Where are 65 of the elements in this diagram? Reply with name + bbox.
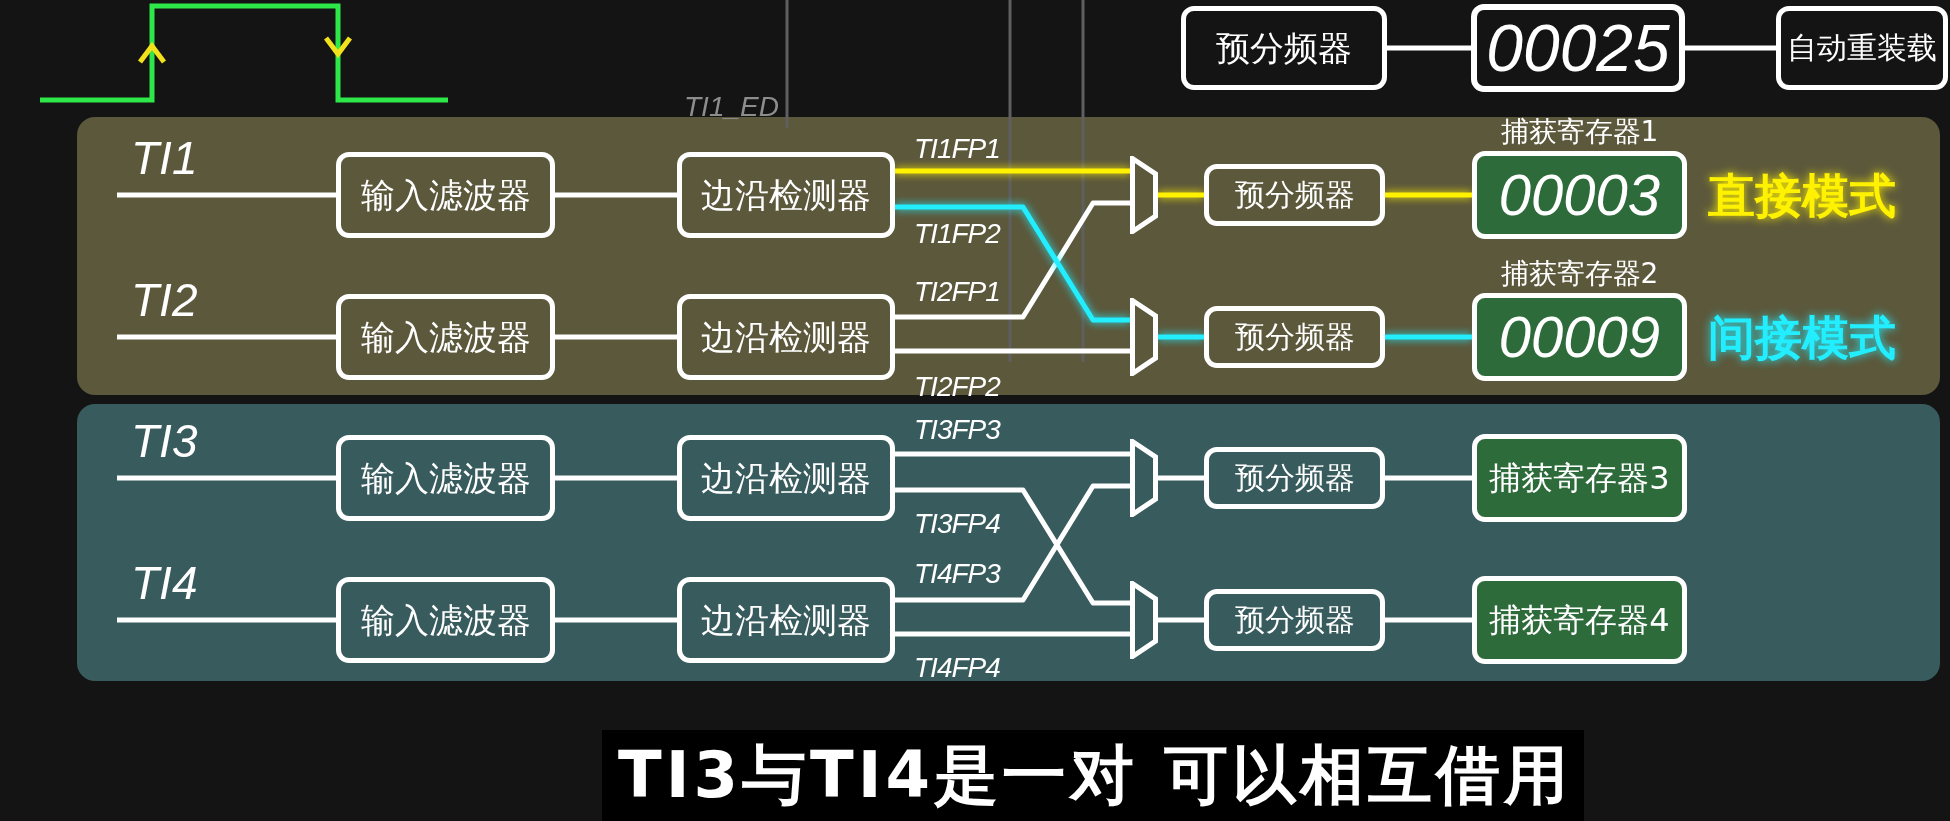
- process-box: 边沿检测器: [677, 435, 895, 521]
- process-box: 输入滤波器: [336, 435, 555, 521]
- process-box: 预分频器: [1204, 306, 1385, 368]
- signal-label: TI1FP1: [914, 135, 1000, 163]
- signal-line: [117, 475, 336, 481]
- signal-line: [1158, 334, 1204, 340]
- signal-label: TI2: [131, 277, 198, 323]
- register-box: 捕获寄存器3: [1472, 434, 1687, 522]
- signal-label: TI1: [131, 135, 198, 181]
- signal-line: [895, 451, 1130, 457]
- process-box: 边沿检测器: [677, 152, 895, 238]
- signal-label: TI1FP2: [914, 220, 1000, 248]
- subtitle-text: TI3与TI4是一对 可以相互借用: [602, 730, 1585, 821]
- signal-line: [1158, 192, 1204, 198]
- mode-label: 间接模式: [1708, 312, 1896, 364]
- process-box: 边沿检测器: [677, 577, 895, 663]
- signal-line: [895, 168, 1130, 174]
- signal-line: [1385, 334, 1472, 340]
- signal-line: [117, 617, 336, 623]
- counter-box: 00025: [1471, 4, 1685, 92]
- group-panel: [77, 117, 1940, 395]
- process-box: 预分频器: [1204, 164, 1385, 226]
- multiplexer-symbol: [1130, 581, 1158, 659]
- register-box: 00009: [1472, 293, 1687, 381]
- multiplexer-symbol: [1130, 156, 1158, 234]
- process-box: 输入滤波器: [336, 294, 555, 380]
- multiplexer-symbol: [1130, 298, 1158, 376]
- signal-line: [1158, 617, 1204, 623]
- signal-line: [555, 475, 677, 481]
- register-box: 捕获寄存器4: [1472, 576, 1687, 664]
- register-label: 捕获寄存器1: [1500, 117, 1659, 147]
- register-box: 00003: [1472, 151, 1687, 239]
- process-box: 输入滤波器: [336, 152, 555, 238]
- signal-label: TI3: [131, 418, 198, 464]
- signal-line: [117, 334, 336, 340]
- signal-line: [555, 192, 677, 198]
- signal-line: [1685, 45, 1776, 51]
- register-label: 捕获寄存器2: [1500, 259, 1659, 289]
- signal-label: TI1_ED: [684, 92, 779, 123]
- process-box: 预分频器: [1181, 6, 1387, 90]
- process-box: 预分频器: [1204, 447, 1385, 509]
- signal-line: [1385, 475, 1472, 481]
- signal-line: [895, 631, 1130, 637]
- signal-label: TI3FP4: [914, 510, 1000, 538]
- mode-label: 直接模式: [1708, 170, 1896, 222]
- signal-line: [555, 334, 677, 340]
- signal-line: [1385, 617, 1472, 623]
- signal-line: [555, 617, 677, 623]
- group-panel: [77, 404, 1940, 681]
- process-box: 输入滤波器: [336, 577, 555, 663]
- signal-label: TI3FP3: [914, 416, 1000, 444]
- signal-label: TI2FP2: [914, 373, 1000, 401]
- signal-line: [1385, 192, 1472, 198]
- signal-line: [1158, 475, 1204, 481]
- multiplexer-symbol: [1130, 439, 1158, 517]
- signal-line: [1387, 45, 1471, 51]
- process-box: 边沿检测器: [677, 294, 895, 380]
- process-box: 预分频器: [1204, 589, 1385, 651]
- signal-label: TI4FP4: [914, 654, 1000, 682]
- process-box: 自动重装载: [1776, 6, 1948, 90]
- signal-label: TI4: [131, 560, 198, 606]
- signal-line: [117, 192, 336, 198]
- signal-label: TI4FP3: [914, 560, 1000, 588]
- signal-label: TI2FP1: [914, 278, 1000, 306]
- signal-line: [895, 348, 1130, 354]
